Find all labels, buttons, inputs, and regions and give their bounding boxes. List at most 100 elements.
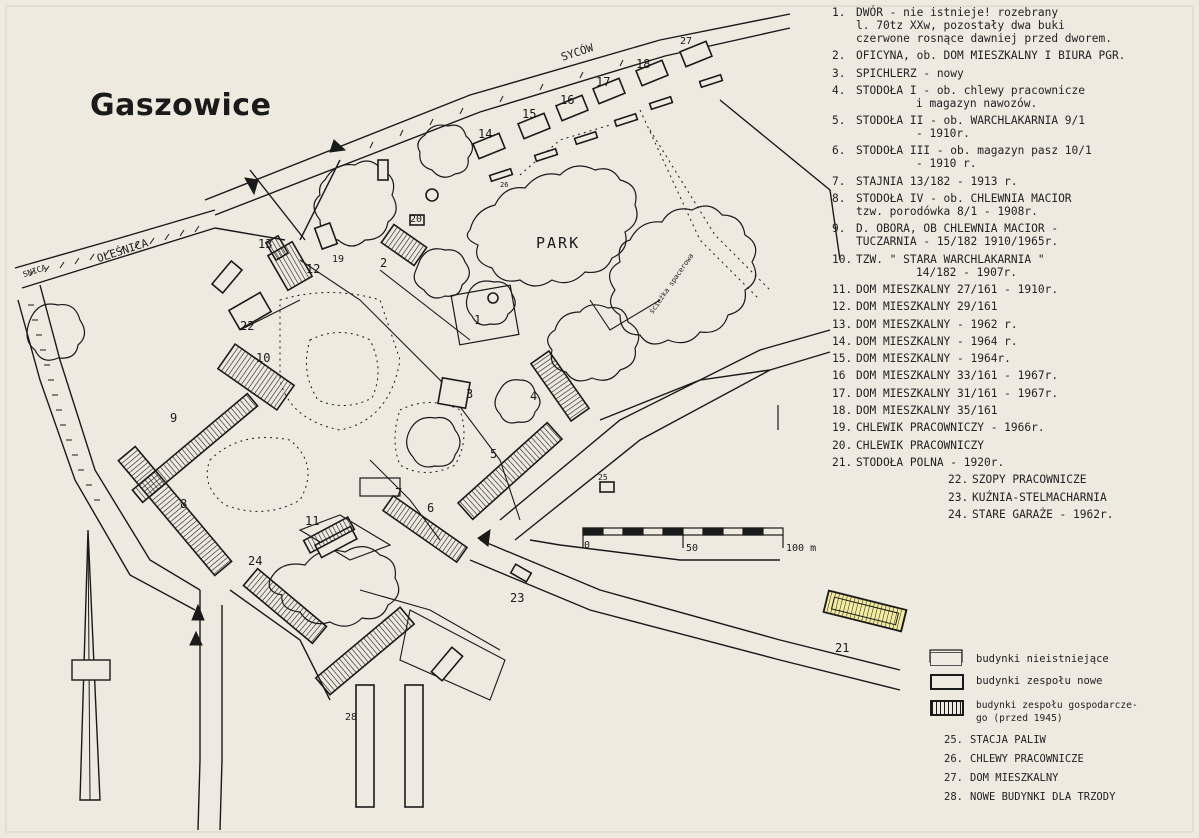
- key-removed-swatch: [930, 652, 962, 666]
- legend-entry-number: 23.: [948, 490, 969, 504]
- building-label-11: 11: [305, 514, 319, 528]
- legend-entry: 24.STARE GARAŻE - 1962r.: [832, 508, 1192, 521]
- legend-entry-line: 20.CHLEWIK PRACOWNICZY: [832, 439, 1192, 452]
- roads: [14, 13, 901, 831]
- building-label-12: 12: [306, 262, 320, 276]
- scale-label-mid: 50: [686, 543, 698, 554]
- legend-entry-line: 24.STARE GARAŻE - 1962r.: [948, 508, 1192, 521]
- legend-entry-text: SPICHLERZ - nowy: [856, 66, 964, 80]
- building-label-20: 20: [410, 214, 422, 225]
- legend-entry-number: 20.: [832, 438, 853, 452]
- legend-entry-number: 6.: [832, 144, 846, 158]
- legend-entry-text: DOM MIESZKALNY - 1964 r.: [856, 334, 1018, 348]
- legend-entry-number: 5.: [832, 114, 846, 128]
- legend-entry: 6.STODOŁA III - ob. magazyn pasz 10/1- 1…: [832, 144, 1192, 170]
- legend-entry-line: 10.TZW. " STARA WARCHLAKARNIA ": [832, 253, 1192, 266]
- legend-entry-line: TUCZARNIA - 15/182 1910/1965r.: [832, 235, 1192, 248]
- legend-entry-line: 14/182 - 1907r.: [832, 266, 1192, 279]
- building-label-16: 16: [560, 93, 574, 107]
- legend-extra-text: DOM MIESZKALNY: [970, 772, 1059, 784]
- legend-entry-text: STODOŁA II - ob. WARCHLAKARNIA 9/1: [856, 114, 1086, 128]
- legend-entry-number: 22.: [948, 473, 969, 487]
- legend-entry: 13.DOM MIESZKALNY - 1962 r.: [832, 318, 1192, 331]
- old-buildings: [117, 223, 591, 696]
- legend-entry-text: tzw. porodówka 8/1 - 1908r.: [856, 205, 1038, 219]
- legend-entry-number: 24.: [948, 507, 969, 521]
- legend-entry-line: l. 70tz XXw, pozostały dwa buki: [832, 19, 1192, 32]
- legend-entry-text: STODOŁA IV - ob. CHLEWNIA MACIOR: [856, 192, 1072, 206]
- legend-entry-text: TZW. " STARA WARCHLAKARNIA ": [856, 252, 1045, 266]
- legend-entry: 10.TZW. " STARA WARCHLAKARNIA "14/182 - …: [832, 253, 1192, 279]
- legend-entry: 19.CHLEWIK PRACOWNICZY - 1966r.: [832, 421, 1192, 434]
- building-label-1: 1: [474, 313, 481, 327]
- building-label-5: 5: [490, 447, 497, 461]
- legend-entry-number: 18.: [832, 404, 853, 418]
- park-label: PARK: [536, 234, 580, 252]
- legend-entry-line: 8. STODOŁA IV - ob. CHLEWNIA MACIOR: [832, 192, 1192, 205]
- legend-entry-line: 1.DWÓR - nie istnieje! rozebrany: [832, 6, 1192, 19]
- legend-entry-text: - 1910r.: [916, 127, 970, 141]
- legend-entry: 7.STAJNIA 13/182 - 1913 r.: [832, 175, 1192, 188]
- legend-entry-line: 5. STODOŁA II - ob. WARCHLAKARNIA 9/1: [832, 114, 1192, 127]
- sheet-border: [5, 5, 1194, 833]
- legend-extra-number: 26.: [944, 753, 963, 765]
- new-buildings: [210, 40, 724, 808]
- legend-entry: 17.DOM MIESZKALNY 31/161 - 1967r.: [832, 387, 1192, 400]
- legend-entry-number: 4.: [832, 83, 846, 97]
- scale-label-end: 100 m: [786, 543, 816, 554]
- building-label-2: 2: [380, 256, 387, 270]
- legend-entry-line: i magazyn nawozów.: [832, 97, 1192, 110]
- building-label-26: 26: [500, 181, 508, 189]
- park-tree-clusters: [26, 124, 757, 627]
- legend-entry-number: 9.: [832, 222, 846, 236]
- legend-entry-text: - 1910 r.: [916, 157, 977, 171]
- legend-entry-line: 9.D. OBORA, OB CHLEWNIA MACIOR -: [832, 222, 1192, 235]
- legend-entry-text: KUŹNIA-STELMACHARNIA: [972, 490, 1107, 504]
- entrance-arrows: [189, 139, 491, 646]
- legend-entry: 18.DOM MIESZKALNY 35/161: [832, 404, 1192, 417]
- legend-entry: 11.DOM MIESZKALNY 27/161 - 1910r.: [832, 283, 1192, 296]
- legend-extra-entry: 26. CHLEWY PRACOWNICZE: [944, 753, 1084, 765]
- legend-extra-number: 25.: [944, 734, 963, 746]
- legend-entry: 23.KUŹNIA-STELMACHARNIA: [832, 491, 1192, 504]
- legend-entry-line: - 1910 r.: [832, 157, 1192, 170]
- legend-entry-number: 7.: [832, 174, 846, 188]
- legend-entry: 20.CHLEWIK PRACOWNICZY: [832, 439, 1192, 452]
- legend-entry-number: 17.: [832, 386, 853, 400]
- building-label-13: 13: [258, 237, 272, 251]
- scale-bar: [582, 405, 784, 548]
- key-new-label: budynki zespołu nowe: [976, 675, 1103, 687]
- legend-extra-entry: 25.STACJA PALIW: [944, 734, 1046, 746]
- building-label-17: 17: [596, 75, 610, 89]
- legend-entry-number: 8.: [832, 192, 846, 206]
- building-21-barn: [822, 589, 908, 633]
- legend-entry-text: 14/182 - 1907r.: [916, 265, 1018, 279]
- legend-entry-text: CHLEWIK PRACOWNICZY: [856, 438, 984, 452]
- legend-entry: 15.DOM MIESZKALNY - 1964r.: [832, 352, 1192, 365]
- legend-entry-line: 19.CHLEWIK PRACOWNICZY - 1966r.: [832, 421, 1192, 434]
- legend-entry-number: 3.: [832, 66, 846, 80]
- road-label-olesnica: OLEŚNICA: [95, 236, 150, 265]
- legend-entry-text: SZOPY PRACOWNICZE: [972, 473, 1087, 487]
- legend-entry-line: 13.DOM MIESZKALNY - 1962 r.: [832, 318, 1192, 331]
- legend-entry-line: - 1910r.: [832, 127, 1192, 140]
- legend-entry-line: 14.DOM MIESZKALNY - 1964 r.: [832, 335, 1192, 348]
- building-label-14: 14: [478, 127, 492, 141]
- legend-entry: 9.D. OBORA, OB CHLEWNIA MACIOR -TUCZARNI…: [832, 222, 1192, 248]
- legend-extra-text: CHLEWY PRACOWNICZE: [970, 753, 1084, 765]
- building-label-7: 7: [395, 486, 402, 500]
- legend-entry-number: 11.: [832, 282, 853, 296]
- key-old-label-1: budynki zespołu gospodarcze-: [976, 700, 1138, 711]
- legend-entry: 21.STODOŁA POLNA - 1920r.: [832, 456, 1192, 469]
- building-label-19: 19: [332, 254, 344, 265]
- building-label-9: 9: [170, 411, 177, 425]
- key-old-label-2: go (przed 1945): [976, 713, 1063, 724]
- legend-entry-number: 10.: [832, 252, 853, 266]
- building-label-23: 23: [510, 591, 524, 605]
- legend-entry-text: DOM MIESZKALNY 35/161: [856, 404, 998, 418]
